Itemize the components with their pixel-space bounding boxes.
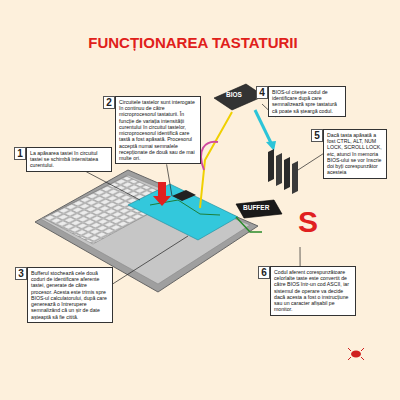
logo [348, 348, 364, 360]
memory-chip [284, 157, 290, 190]
callout-number: 3 [15, 267, 27, 280]
callout-box: La apăsarea tastei în circuitul tastei s… [26, 147, 112, 172]
callout-number: 2 [103, 96, 115, 109]
leader-line [113, 236, 188, 284]
leader-line [167, 164, 172, 196]
callout-number: 4 [256, 86, 268, 99]
callout-number: 6 [258, 266, 270, 279]
callout-box: BIOS-ul citește codul de identificare du… [268, 86, 346, 117]
leader-line [300, 247, 301, 266]
logo-body [351, 351, 361, 358]
chip-label: BUFFER [243, 204, 269, 211]
callout-number: 1 [14, 147, 26, 160]
title: FUNCȚIONAREA TASTATURII [0, 34, 386, 51]
callout-text: Bufferul stochează cele două coduri de i… [31, 270, 109, 320]
press-arrow [153, 182, 171, 206]
chip-label: BIOS [226, 91, 242, 98]
memory-chip [292, 161, 298, 194]
buffer-chip [236, 200, 282, 218]
callout-text: Circuitele tastelor sunt interogate în c… [119, 99, 197, 161]
callout-text: BIOS-ul citește codul de identificare du… [272, 89, 342, 114]
logo-legs [348, 348, 364, 360]
callout-number: 5 [311, 129, 323, 142]
memory-chip [268, 149, 274, 182]
key-letter: S [298, 205, 318, 238]
callout-box: Dacă tasta apăsată a fost CTRL, ALT, NUM… [323, 129, 387, 179]
callout-text: Codul aferent corespunzătoare celorlalte… [274, 269, 352, 313]
arrow-head [266, 141, 276, 151]
wire [200, 112, 232, 208]
callout-text: Dacă tasta apăsată a fost CTRL, ALT, NUM… [327, 132, 383, 176]
signal-arc [201, 142, 218, 170]
processor-chip [172, 190, 196, 201]
leader-line [86, 172, 140, 200]
cable [236, 217, 262, 232]
callout-box: Circuitele tastelor sunt interogate în c… [115, 96, 201, 164]
leader-line [298, 154, 323, 170]
callout-box: Codul aferent corespunzătoare celorlalte… [270, 266, 356, 316]
circuit-board [128, 184, 238, 240]
callout-box: Bufferul stochează cele două coduri de i… [27, 267, 113, 323]
callout-text: La apăsarea tastei în circuitul tastei s… [30, 150, 108, 169]
memory-chip [276, 153, 282, 186]
